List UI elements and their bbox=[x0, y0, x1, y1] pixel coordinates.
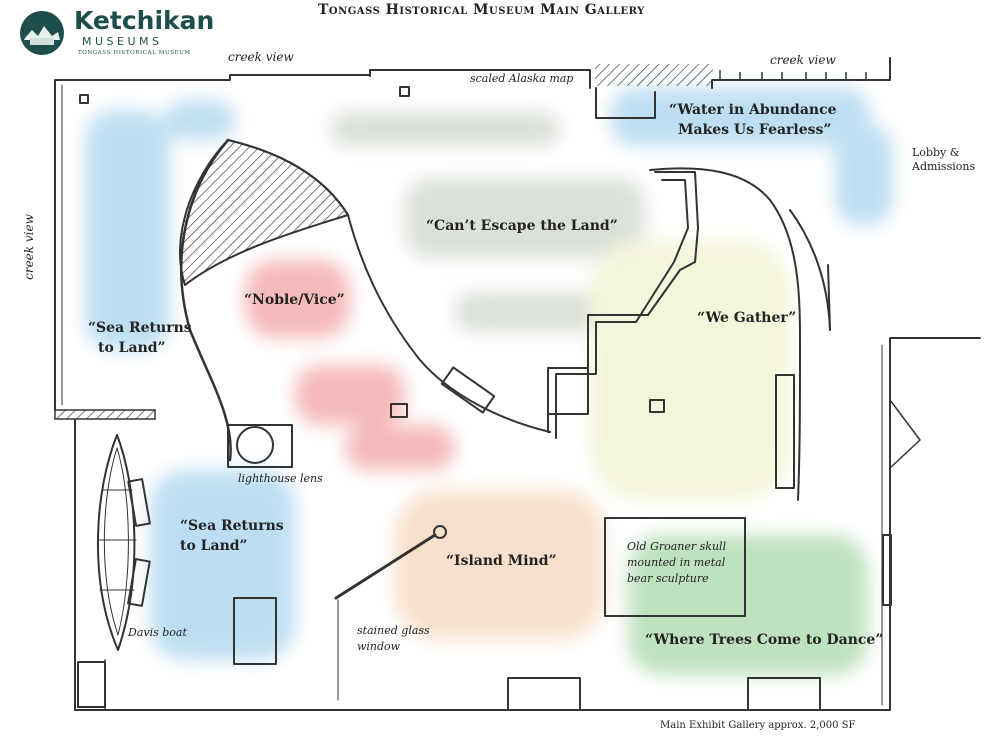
north-wall bbox=[54, 69, 591, 411]
zone-water-lobby bbox=[835, 125, 893, 225]
lobby-label-line2: Admissions bbox=[912, 160, 976, 173]
stepped-wall-case bbox=[547, 367, 589, 415]
small-case-3 bbox=[399, 86, 410, 97]
zone-noble-bottom bbox=[345, 425, 455, 470]
zone-land bbox=[405, 178, 645, 258]
lighthouse-lens-label: lighthouse lens bbox=[238, 472, 323, 485]
exhibit-sea-returns-lower-line1: “Sea Returns bbox=[180, 518, 284, 534]
creek-view-label-left: creek view bbox=[21, 214, 36, 280]
zone-land-strip-top bbox=[330, 112, 560, 146]
area-note: Main Exhibit Gallery approx. 2,000 SF bbox=[660, 720, 856, 731]
stained-glass-label-line2: window bbox=[357, 640, 401, 653]
exhibit-zones bbox=[85, 88, 893, 675]
water-display-case bbox=[595, 87, 656, 119]
old-groaner-case bbox=[604, 517, 746, 617]
zone-noble bbox=[245, 260, 350, 338]
east-small-case bbox=[882, 534, 892, 606]
davis-boat bbox=[97, 434, 136, 651]
exhibit-gather: “We Gather” bbox=[697, 310, 797, 326]
logo-sub: MUSEUMS bbox=[82, 35, 163, 48]
stained-glass-window bbox=[334, 533, 437, 600]
exhibit-water-line2: Makes Us Fearless” bbox=[678, 122, 832, 138]
exhibit-land: “Can’t Escape the Land” bbox=[426, 218, 618, 234]
exhibit-island: “Island Mind” bbox=[446, 553, 557, 569]
creek-view-label-top-right: creek view bbox=[770, 53, 836, 67]
exhibit-water-line1: “Water in Abundance bbox=[669, 102, 837, 118]
zone-water bbox=[610, 88, 870, 146]
stained-glass-label-line1: stained glass bbox=[357, 624, 430, 637]
skull-label-line1: Old Groaner skull bbox=[627, 540, 727, 553]
skull-label-line2: mounted in metal bbox=[627, 556, 726, 569]
bottom-case-1 bbox=[507, 677, 581, 711]
gather-side-case bbox=[775, 374, 795, 489]
gather-wall-end bbox=[827, 264, 831, 331]
bottom-case-2 bbox=[747, 677, 821, 711]
skull-label-line3: bear sculpture bbox=[627, 572, 709, 585]
hatched-wing bbox=[178, 139, 349, 286]
creek-view-label-top-left: creek view bbox=[228, 50, 294, 64]
gather-curved-wall bbox=[649, 167, 801, 501]
zone-noble-lower bbox=[295, 365, 405, 425]
small-case-4 bbox=[79, 94, 89, 104]
hatched-wall-west bbox=[54, 409, 156, 420]
exhibit-trees: “Where Trees Come to Dance” bbox=[645, 632, 884, 648]
boat-wall bbox=[77, 661, 106, 708]
stepped-wall-inner bbox=[555, 179, 689, 439]
page-title: Tongass Historical Museum Main Gallery bbox=[318, 2, 645, 18]
display-case-1 bbox=[440, 366, 496, 414]
small-case-1 bbox=[390, 403, 408, 418]
logo-sub2: TONGASS HISTORICAL MUSEUM bbox=[78, 50, 191, 56]
zone-gather bbox=[590, 240, 790, 500]
exhibit-sea-returns-upper-line1: “Sea Returns bbox=[88, 320, 192, 336]
logo-name: Ketchikan bbox=[74, 6, 215, 35]
zone-sea-returns-upper bbox=[85, 110, 170, 350]
lobby-door-swing bbox=[889, 399, 921, 469]
davis-boat-inner bbox=[103, 447, 129, 636]
hatched-wall-north bbox=[595, 64, 713, 86]
exhibit-noble: “Noble/Vice” bbox=[244, 292, 345, 308]
north-windows bbox=[719, 70, 867, 80]
exhibit-sea-returns-lower-line2: to Land” bbox=[180, 538, 248, 554]
zone-sea-returns-upper-top bbox=[165, 100, 235, 140]
ketchikan-logo-emblem bbox=[20, 11, 64, 55]
lobby-label-line1: Lobby & bbox=[912, 146, 960, 159]
boat-stand-2 bbox=[127, 558, 151, 607]
south-west-wall bbox=[74, 337, 981, 711]
lighthouse-lens bbox=[236, 426, 274, 464]
sea-returns-case bbox=[233, 597, 277, 665]
boat-stand-1 bbox=[127, 478, 151, 527]
zone-trees bbox=[628, 535, 868, 675]
davis-boat-label: Davis boat bbox=[128, 626, 187, 639]
curved-wall-inner bbox=[347, 214, 551, 433]
zone-sea-returns-lower bbox=[150, 470, 295, 660]
stained-glass-pivot bbox=[433, 525, 447, 539]
alaska-map-label: scaled Alaska map bbox=[470, 72, 574, 85]
exhibit-sea-returns-upper-line2: to Land” bbox=[98, 340, 166, 356]
zone-island bbox=[395, 490, 605, 640]
small-case-2 bbox=[649, 399, 665, 413]
lighthouse-lens-case bbox=[227, 424, 293, 468]
